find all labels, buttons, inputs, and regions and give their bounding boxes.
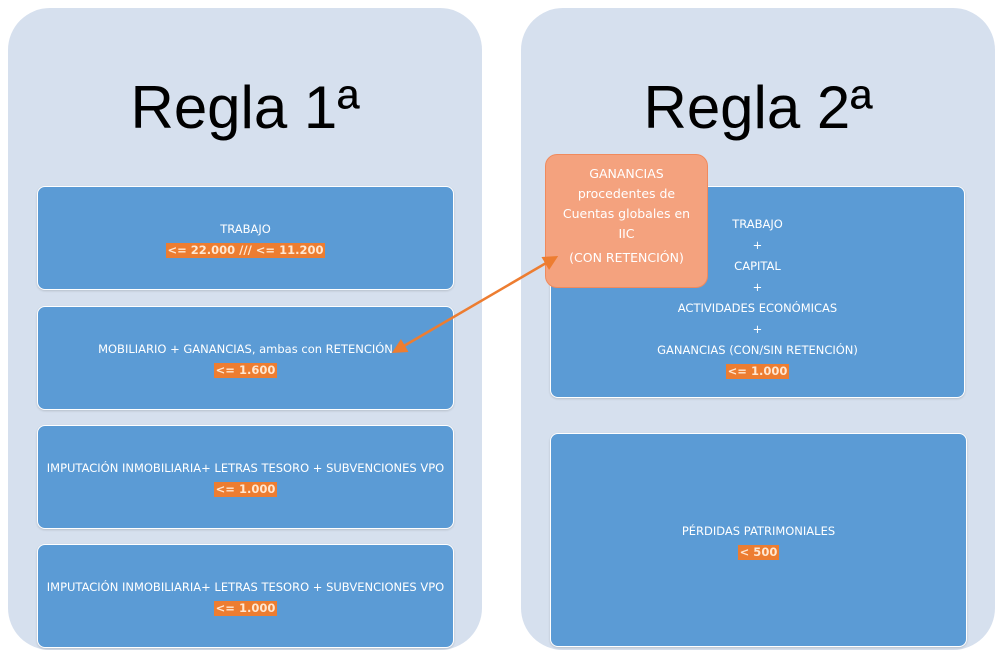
box-label: IMPUTACIÓN INMOBILIARIA+ LETRAS TESORO +…	[46, 460, 445, 475]
callout-line: Cuentas globales en	[562, 206, 691, 221]
box-plus: +	[752, 321, 763, 336]
box-value: <= 22.000 /// <= 11.200	[165, 242, 326, 258]
box-value: < 500	[737, 544, 780, 560]
regla-1-box-trabajo: TRABAJO <= 22.000 /// <= 11.200	[37, 186, 454, 290]
box-value: <= 1.600	[213, 362, 278, 378]
regla-1-box-imputacion-1: IMPUTACIÓN INMOBILIARIA+ LETRAS TESORO +…	[37, 425, 454, 529]
box-label: TRABAJO	[220, 221, 271, 236]
ganancias-iic-callout: GANANCIAS procedentes de Cuentas globale…	[545, 154, 708, 288]
regla-1-title: Regla 1ª	[130, 74, 360, 141]
box-value: <= 1.000	[213, 481, 278, 497]
box-line-trabajo: TRABAJO	[732, 216, 783, 231]
box-value: <= 1.000	[725, 363, 790, 379]
box-plus: +	[752, 237, 763, 252]
regla-1-box-mobiliario: MOBILIARIO + GANANCIAS, ambas con RETENC…	[37, 306, 454, 410]
box-label: IMPUTACIÓN INMOBILIARIA+ LETRAS TESORO +…	[46, 579, 445, 594]
box-line-ganancias: GANANCIAS (CON/SIN RETENCIÓN)	[657, 342, 858, 357]
callout-line: (CON RETENCIÓN)	[569, 250, 684, 265]
callout-line: IIC	[618, 226, 635, 241]
regla-2-title: Regla 2ª	[643, 74, 873, 141]
callout-line: GANANCIAS	[589, 166, 664, 181]
box-value: <= 1.000	[213, 600, 278, 616]
box-plus: +	[752, 279, 763, 294]
box-label: MOBILIARIO + GANANCIAS, ambas con RETENC…	[98, 341, 393, 356]
box-label: PÉRDIDAS PATRIMONIALES	[681, 523, 836, 538]
regla-1-box-imputacion-2: IMPUTACIÓN INMOBILIARIA+ LETRAS TESORO +…	[37, 544, 454, 648]
box-line-capital: CAPITAL	[734, 258, 781, 273]
regla-2-box-perdidas: PÉRDIDAS PATRIMONIALES < 500	[550, 433, 967, 647]
callout-line: procedentes de	[577, 186, 676, 201]
box-line-actividades: ACTIVIDADES ECONÓMICAS	[677, 300, 838, 315]
